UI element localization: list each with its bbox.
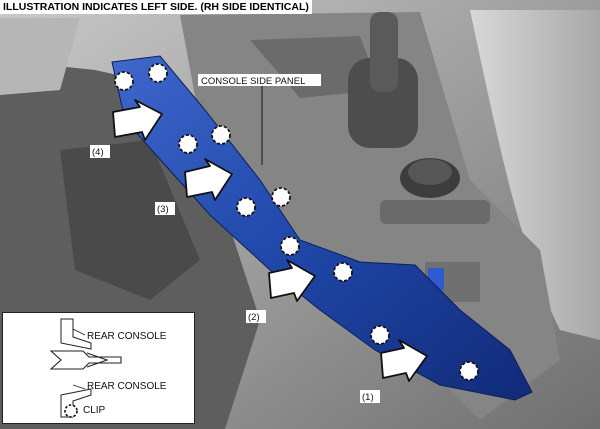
commander-knob-top <box>408 159 452 185</box>
clip-icon <box>370 325 390 345</box>
clip-icon <box>114 71 134 91</box>
rear-console-label-top: REAR CONSOLE <box>87 331 167 342</box>
arrow-3-icon <box>184 158 233 201</box>
lower-leader <box>72 384 86 390</box>
clip-icon <box>148 63 168 83</box>
removal-arrows <box>112 99 428 382</box>
upper-leader <box>72 328 86 336</box>
cup-holder-area <box>250 36 380 98</box>
clip-legend-icon <box>64 404 78 418</box>
step-label-4: (4) <box>92 147 104 158</box>
step-labels: (4) (3) (2) (1) <box>90 145 380 403</box>
clip-cross-section-diagram <box>49 318 122 418</box>
clip-legend-label: CLIP <box>83 405 106 416</box>
left-carpet-panel <box>60 140 200 300</box>
illustration-header: ILLUSTRATION INDICATES LEFT SIDE. (RH SI… <box>0 0 312 14</box>
shift-lever-boot <box>348 58 418 148</box>
rear-console-label-bottom: REAR CONSOLE <box>87 381 167 392</box>
clip-icon <box>280 236 300 256</box>
step-label-1: (1) <box>362 392 374 403</box>
clip-group <box>114 63 479 381</box>
arrow-2-icon <box>268 259 316 302</box>
step-label-2: (2) <box>248 312 260 323</box>
clip-icon <box>211 125 231 145</box>
left-door-trim <box>0 18 80 95</box>
shift-lever-stem <box>370 12 398 92</box>
clip-icon <box>178 134 198 154</box>
clip-icon <box>236 197 256 217</box>
clip-spring-shape <box>86 352 109 368</box>
right-seat <box>470 10 600 340</box>
arrow-1-icon <box>380 339 428 382</box>
clip-body-shape <box>49 350 122 370</box>
console-button-row <box>380 200 490 224</box>
arrow-4-icon <box>112 99 163 141</box>
panel-label-bg <box>198 74 321 86</box>
clip-icon <box>459 361 479 381</box>
clip-icon <box>333 262 353 282</box>
console-side-panel-label: CONSOLE SIDE PANEL <box>201 76 305 87</box>
legend-box: REAR CONSOLE REAR CONSOLE CLIP <box>2 312 195 424</box>
clip-icon <box>271 187 291 207</box>
step-label-3: (3) <box>157 204 169 215</box>
rear-console-upper-shape <box>60 318 92 350</box>
